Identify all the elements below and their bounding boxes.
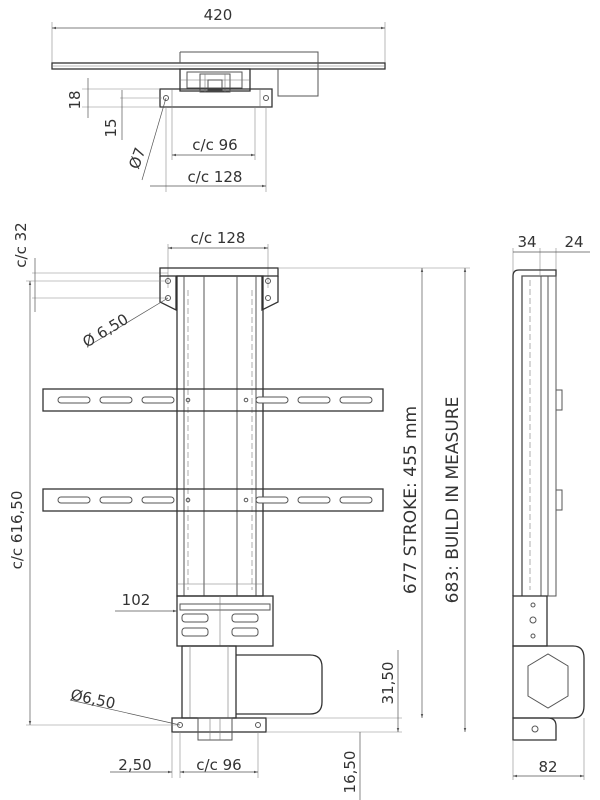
- front-view: c/c 128 c/c 32 Ø 6,50: [8, 222, 470, 800]
- dim-16-50-label: 16,50: [341, 751, 359, 794]
- height-18-label: 18: [66, 90, 84, 109]
- lower-crossbar: [42, 488, 384, 512]
- side-carriage: [512, 595, 548, 647]
- front-motor: [181, 645, 323, 719]
- top-bracket: [159, 88, 273, 108]
- side-profile: [512, 269, 563, 597]
- cc-128-top-label: c/c 128: [188, 168, 243, 186]
- dim-102-label: 102: [122, 591, 151, 609]
- side-bottom-bracket: [512, 717, 557, 741]
- width-420-label: 420: [204, 6, 233, 24]
- upper-crossbar: [42, 388, 384, 412]
- cc-128-front-label: c/c 128: [191, 229, 246, 247]
- side-view: 34 24: [512, 233, 590, 780]
- cc-96-bottom-label: c/c 96: [196, 756, 241, 774]
- dim-2-50-label: 2,50: [118, 756, 151, 774]
- front-top-bracket: [159, 267, 279, 312]
- build-in-measure-label: 683: BUILD IN MEASURE: [443, 397, 463, 604]
- height-15-label: 15: [102, 118, 120, 137]
- dim-34-label: 34: [517, 233, 536, 251]
- hole-bottom-label: Ø6,50: [69, 686, 117, 713]
- cc-96-top-label: c/c 96: [192, 136, 237, 154]
- side-motor: [512, 645, 585, 719]
- dim-31-50-label: 31,50: [379, 662, 397, 705]
- hole-top-label: Ø 6,50: [79, 310, 131, 351]
- stroke-label: 677 STROKE: 455 mm: [401, 406, 421, 594]
- dim-82-label: 82: [538, 758, 557, 776]
- dim-24-label: 24: [564, 233, 583, 251]
- cc-32-label: c/c 32: [12, 222, 30, 267]
- cc-616-label: c/c 616,50: [8, 491, 26, 570]
- front-column: [176, 275, 264, 597]
- front-bottom-bracket: [171, 717, 267, 741]
- front-carriage: [176, 595, 274, 647]
- top-view: 420 18 15 Ø7: [51, 6, 386, 192]
